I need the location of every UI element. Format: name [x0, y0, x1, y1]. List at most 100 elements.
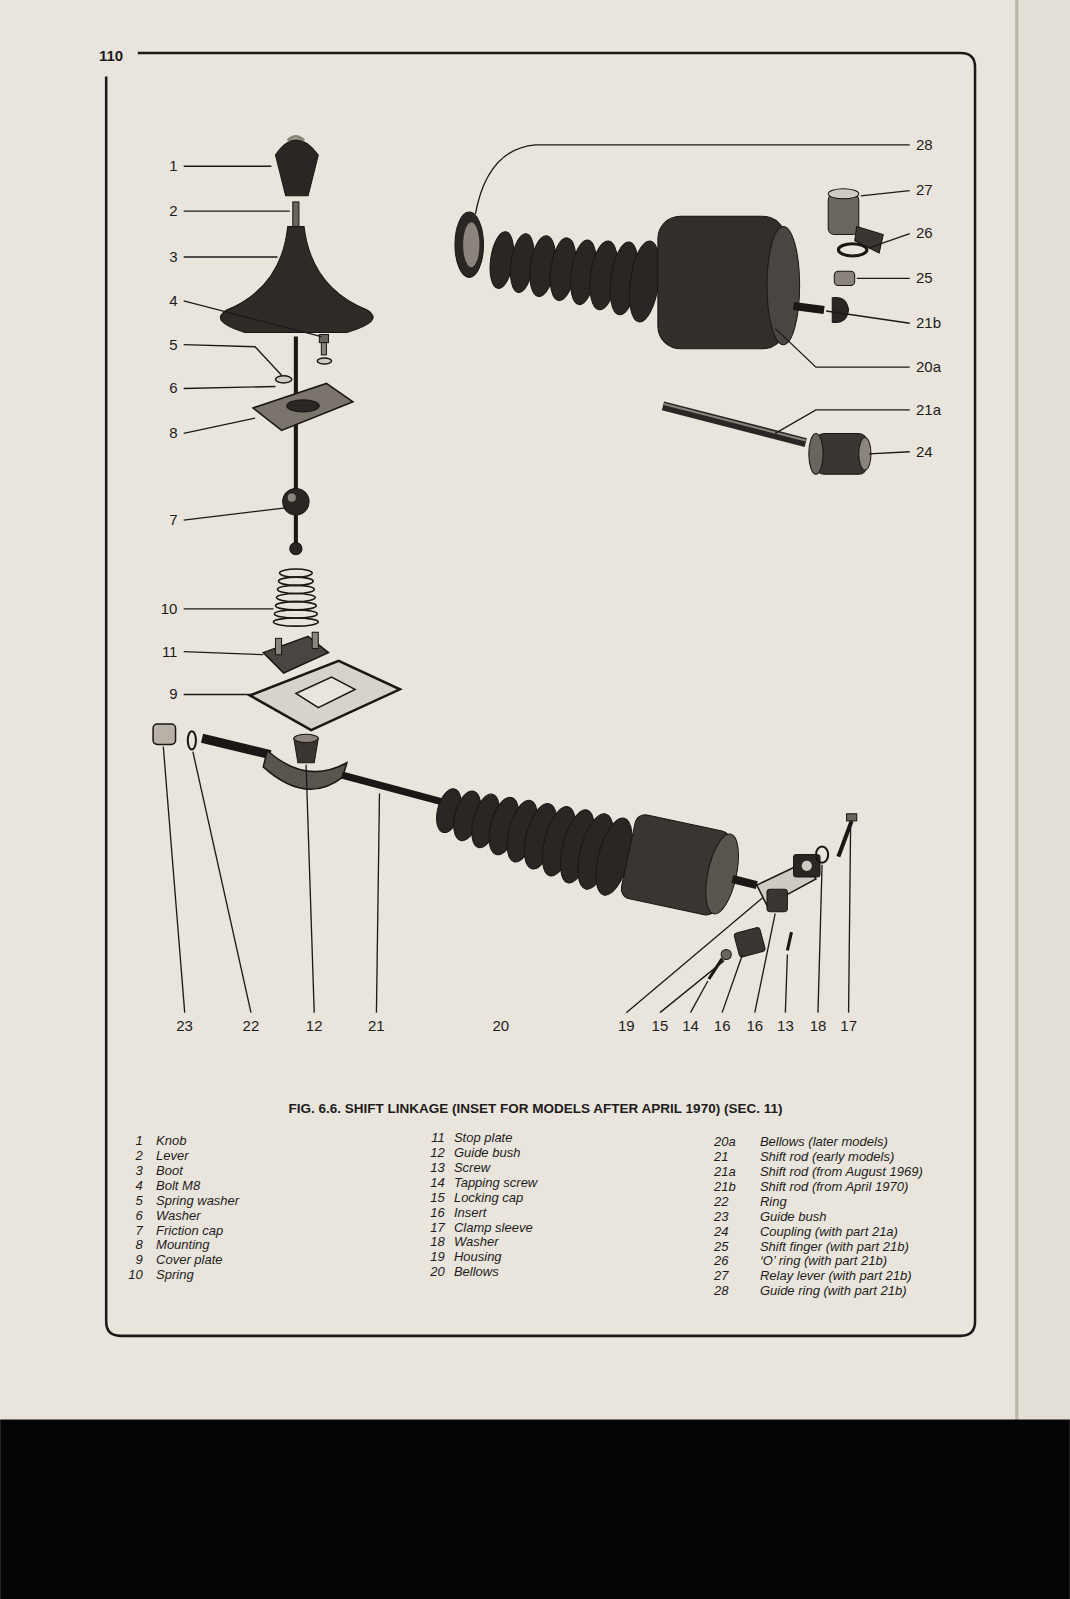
- part-number: 27: [714, 1269, 728, 1283]
- part-number: 9: [136, 1253, 143, 1267]
- callout-number: 3: [169, 249, 177, 266]
- part-number: 19: [430, 1250, 444, 1264]
- callout-number: 1: [169, 158, 177, 175]
- part-name: Ring: [760, 1195, 787, 1209]
- part-number: 25: [714, 1240, 728, 1254]
- part-number: 18: [430, 1235, 444, 1249]
- part-name: Bellows (later models): [760, 1135, 888, 1149]
- callout-number: 28: [916, 137, 933, 154]
- part-name: Locking cap: [454, 1191, 523, 1205]
- callout-number: 14: [682, 1018, 699, 1035]
- part-number: 28: [714, 1284, 728, 1298]
- callout-number: 19: [618, 1018, 635, 1035]
- part-name: Tapping screw: [454, 1176, 537, 1190]
- part-name: Clamp sleeve: [454, 1221, 533, 1235]
- part-number: 24: [714, 1225, 728, 1239]
- callout-number: 15: [652, 1018, 669, 1035]
- callout-number: 16: [746, 1018, 763, 1035]
- callout-number: 26: [916, 225, 933, 242]
- part-name: Guide bush: [454, 1146, 521, 1160]
- part-name: Shift rod (from April 1970): [760, 1180, 908, 1194]
- part-number: 17: [430, 1221, 444, 1235]
- callout-number: 4: [169, 293, 177, 310]
- part-name: Bellows: [454, 1265, 499, 1279]
- part-number: 8: [136, 1238, 143, 1252]
- gear-lever-assembly: [220, 137, 399, 731]
- callout-number: 21: [368, 1018, 385, 1035]
- callout-number: 9: [169, 686, 177, 703]
- part-name: Guide bush: [760, 1210, 827, 1224]
- shift-rod-assembly: [153, 724, 857, 979]
- callout-number: 24: [916, 444, 933, 461]
- part-name: Insert: [454, 1206, 487, 1220]
- callout-number: 7: [169, 512, 177, 529]
- part-number: 1: [136, 1134, 143, 1148]
- part-name: Shift rod (early models): [760, 1150, 894, 1164]
- part-name: Spring washer: [156, 1194, 239, 1208]
- callout-number: 23: [176, 1018, 193, 1035]
- next-page-edge: [1015, 0, 1070, 1423]
- part-number: 12: [430, 1146, 444, 1160]
- part-name: Shift finger (with part 21b): [760, 1240, 909, 1254]
- callout-number: 2: [169, 203, 177, 220]
- part-name: Lever: [156, 1149, 189, 1163]
- callout-number: 22: [243, 1018, 260, 1035]
- callout-number: 17: [840, 1018, 857, 1035]
- part-name: Mounting: [156, 1238, 209, 1252]
- callout-number: 6: [169, 380, 177, 397]
- callout-number: 18: [810, 1018, 827, 1035]
- callout-number: 8: [169, 425, 177, 442]
- callout-number: 5: [169, 337, 177, 354]
- part-number: 23: [714, 1210, 728, 1224]
- part-name: Washer: [454, 1235, 499, 1249]
- part-number: 11: [431, 1131, 445, 1145]
- part-number: 21b: [714, 1180, 736, 1194]
- callout-number: 13: [777, 1018, 794, 1035]
- part-number: 3: [136, 1164, 143, 1178]
- part-name: ‘O’ ring (with part 21b): [760, 1254, 887, 1268]
- part-number: 21a: [714, 1165, 736, 1179]
- part-name: Spring: [156, 1268, 194, 1282]
- part-name: Cover plate: [156, 1253, 222, 1267]
- part-number: 15: [430, 1191, 444, 1205]
- part-name: Bolt M8: [156, 1179, 200, 1193]
- callout-number: 10: [161, 601, 178, 618]
- callout-number: 21b: [916, 315, 941, 332]
- part-name: Relay lever (with part 21b): [760, 1269, 912, 1283]
- callout-number: 16: [714, 1018, 731, 1035]
- part-name: Washer: [156, 1209, 201, 1223]
- figure-border: [106, 53, 975, 1336]
- page-gutter: [1015, 0, 1018, 1423]
- part-name: Coupling (with part 21a): [760, 1225, 898, 1239]
- callout-number: 25: [916, 270, 933, 287]
- part-number: 20a: [714, 1135, 736, 1149]
- part-name: Stop plate: [454, 1131, 513, 1145]
- part-name: Screw: [454, 1161, 490, 1175]
- callout-number: 11: [162, 644, 178, 661]
- part-number: 21: [714, 1150, 728, 1164]
- inset-assembly: [455, 189, 883, 475]
- callout-number: 20a: [916, 359, 941, 376]
- part-number: 2: [136, 1149, 143, 1163]
- part-number: 22: [714, 1195, 728, 1209]
- figure-caption: FIG. 6.6. SHIFT LINKAGE (INSET FOR MODEL…: [289, 1102, 783, 1117]
- part-number: 16: [430, 1206, 444, 1220]
- part-number: 10: [128, 1268, 142, 1282]
- part-number: 26: [714, 1254, 728, 1268]
- page-number: 110: [99, 48, 123, 65]
- leader-lines: [163, 145, 909, 1013]
- part-number: 14: [430, 1176, 444, 1190]
- callout-number: 27: [916, 182, 933, 199]
- part-name: Housing: [454, 1250, 502, 1264]
- part-number: 20: [430, 1265, 444, 1279]
- part-name: Friction cap: [156, 1224, 223, 1238]
- callout-number: 12: [306, 1018, 323, 1035]
- part-number: 5: [136, 1194, 143, 1208]
- part-name: Boot: [156, 1164, 183, 1178]
- part-name: Guide ring (with part 21b): [760, 1284, 907, 1298]
- part-name: Knob: [156, 1134, 186, 1148]
